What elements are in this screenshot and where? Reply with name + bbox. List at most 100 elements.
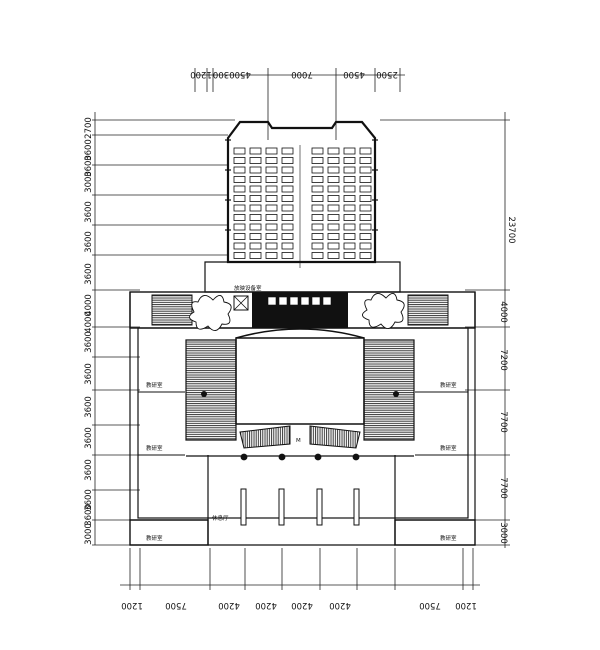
dim-top-3: 4500 <box>229 69 251 79</box>
seat <box>233 176 246 183</box>
seat <box>343 157 356 164</box>
wall-ticks <box>225 139 378 231</box>
dim-left-11: 3600 <box>84 363 94 385</box>
dim-left-10: 3600 <box>84 331 94 353</box>
stair-left <box>185 339 237 441</box>
seat <box>343 147 356 155</box>
dim-left-9: 4000 <box>84 311 94 333</box>
seat <box>311 233 324 240</box>
projector-box <box>300 296 310 306</box>
seat <box>281 214 294 221</box>
seat <box>327 214 340 221</box>
room-label: 教研室 <box>146 381 163 389</box>
stair-upper-right <box>407 294 449 326</box>
dim-bottom-2: 7500 <box>165 600 187 610</box>
dim-top-2: 300 <box>213 69 229 79</box>
seat <box>249 195 262 202</box>
seat <box>265 157 278 164</box>
projector-box <box>267 296 277 306</box>
dim-left-16: 3600 <box>84 504 94 526</box>
dim-left-6: 3600 <box>84 231 94 253</box>
seat <box>343 185 356 193</box>
seat <box>233 214 246 221</box>
seat <box>311 252 324 259</box>
seat <box>359 223 372 231</box>
seat <box>311 176 324 183</box>
projector-box <box>311 296 321 306</box>
seat <box>359 252 372 259</box>
seat <box>249 242 262 250</box>
seat <box>311 166 324 174</box>
dim-left-15: 3600 <box>84 489 94 511</box>
dim-left-2: 3600 <box>84 139 94 161</box>
stage-hall <box>235 337 365 425</box>
seat <box>343 166 356 174</box>
seat <box>327 223 340 231</box>
seat <box>343 176 356 183</box>
seat <box>233 157 246 164</box>
projector-box <box>322 296 332 306</box>
seat <box>233 242 246 250</box>
seat <box>265 242 278 250</box>
seat <box>327 252 340 259</box>
seat <box>281 204 294 212</box>
projector-box <box>289 296 299 306</box>
stage-arc <box>235 328 365 339</box>
seat <box>249 157 262 164</box>
seat <box>327 166 340 174</box>
seat <box>233 204 246 212</box>
seat <box>233 195 246 202</box>
seat <box>249 204 262 212</box>
dim-bottom-6: 4200 <box>329 600 351 610</box>
dim-right-overall: 23700 <box>506 216 516 243</box>
dim-right-4: 7700 <box>498 477 508 499</box>
seat <box>343 252 356 259</box>
room-label: 教研室 <box>440 444 457 452</box>
seat <box>359 147 372 155</box>
seat <box>327 176 340 183</box>
seat <box>343 223 356 231</box>
seat <box>265 204 278 212</box>
seat <box>265 147 278 155</box>
stair-lower-left <box>239 425 291 449</box>
seat <box>327 233 340 240</box>
dim-left-14: 3600 <box>84 459 94 481</box>
dim-top-4: 7000 <box>291 69 313 79</box>
seat <box>265 176 278 183</box>
stair-lower-right <box>309 425 361 449</box>
projector-row <box>267 296 332 306</box>
seat <box>311 242 324 250</box>
seat <box>281 233 294 240</box>
lobby-columns <box>240 488 360 526</box>
seat <box>281 157 294 164</box>
dim-left-13: 3600 <box>84 427 94 449</box>
dim-right-3: 7700 <box>498 411 508 433</box>
dim-left-3: 3600 <box>84 155 94 177</box>
plant-icon <box>362 293 405 329</box>
seat <box>359 233 372 240</box>
dim-left-4: 3000 <box>84 171 94 193</box>
seat <box>281 242 294 250</box>
projector-box <box>278 296 288 306</box>
seat <box>327 147 340 155</box>
seat <box>359 166 372 174</box>
seat <box>265 233 278 240</box>
dim-top-5: 4500 <box>343 69 365 79</box>
room-label: 教研室 <box>146 444 163 452</box>
seat <box>327 204 340 212</box>
dim-left-8: 4000 <box>84 294 94 316</box>
stair-upper-left <box>151 294 193 326</box>
seat <box>327 195 340 202</box>
seat <box>281 252 294 259</box>
seat <box>249 214 262 221</box>
dim-right-5: 3000 <box>498 522 508 544</box>
seat <box>311 214 324 221</box>
seat <box>233 223 246 231</box>
stage-mark: M <box>296 438 301 444</box>
seat-grid <box>233 147 372 259</box>
seat <box>265 185 278 193</box>
seat <box>343 204 356 212</box>
plant-icon <box>189 295 232 331</box>
seat <box>359 195 372 202</box>
